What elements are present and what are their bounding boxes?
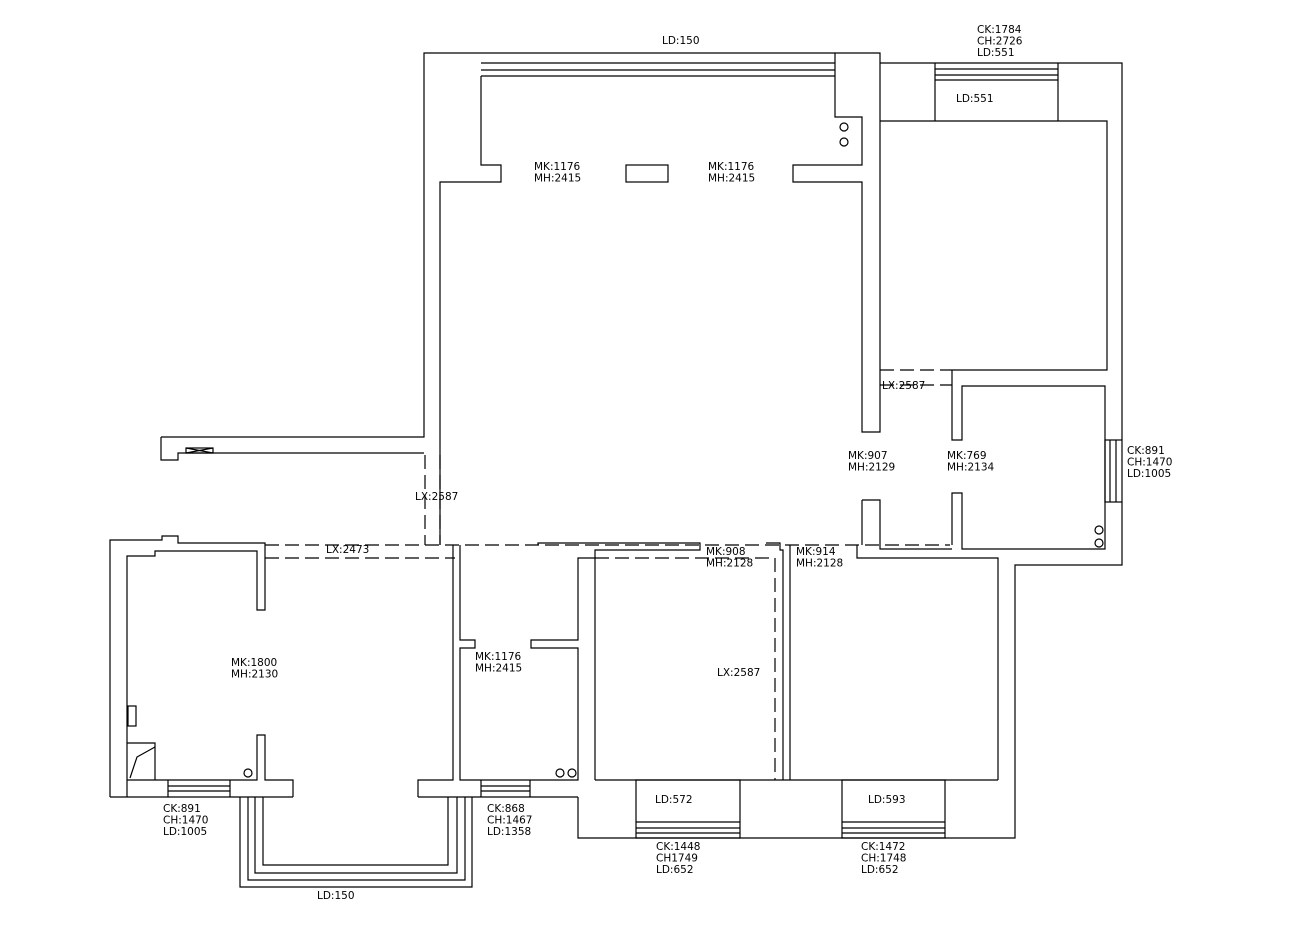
label-window-bath: CK:868 bbox=[487, 803, 525, 815]
label-door-bath: MH:2415 bbox=[475, 663, 522, 675]
label-top-right-sill: LD:551 bbox=[956, 93, 994, 105]
label-top-right-window: LD:551 bbox=[977, 47, 1015, 59]
dimension-labels: LD:150CK:1784CH:2726LD:551LD:551MK:1176M… bbox=[163, 24, 1173, 902]
label-window-left-bottom: LD:1005 bbox=[163, 826, 207, 838]
label-door-bath: MK:1176 bbox=[475, 651, 522, 663]
label-top-right-window: CH:2726 bbox=[977, 36, 1023, 48]
label-door-908: MH:2128 bbox=[706, 558, 753, 570]
label-window-left-bottom: CK:891 bbox=[163, 803, 201, 815]
label-door-914: MK:914 bbox=[796, 546, 836, 558]
label-door-living-right: MK:1176 bbox=[708, 161, 755, 173]
label-door-769: MH:2134 bbox=[947, 462, 995, 474]
label-door-908: MK:908 bbox=[706, 546, 746, 558]
label-window-right-bedroom: LD:652 bbox=[861, 864, 899, 876]
label-window-right-bedroom: CH:1748 bbox=[861, 853, 907, 865]
column bbox=[625, 164, 669, 183]
label-lx-2473: LX:2473 bbox=[326, 544, 369, 556]
label-lx-right-upper: LX:2587 bbox=[882, 380, 925, 392]
label-door-907: MH:2129 bbox=[848, 462, 895, 474]
label-door-769: MK:769 bbox=[947, 450, 987, 462]
label-door-914: MH:2128 bbox=[796, 558, 843, 570]
label-top-window: LD:150 bbox=[662, 35, 700, 47]
label-door-1800: MK:1800 bbox=[231, 657, 277, 669]
label-window-mid-bedroom: LD:652 bbox=[656, 864, 694, 876]
label-door-living-left: MK:1176 bbox=[534, 161, 581, 173]
label-right-window: LD:1005 bbox=[1127, 468, 1171, 480]
label-top-right-window: CK:1784 bbox=[977, 24, 1022, 36]
label-door-living-left: MH:2415 bbox=[534, 173, 581, 185]
label-right-window: CK:891 bbox=[1127, 445, 1165, 457]
label-lx-left-wing: LX:2587 bbox=[415, 491, 458, 503]
walls bbox=[109, 52, 1123, 888]
label-window-bath: CH:1467 bbox=[487, 815, 533, 827]
label-window-bath: LD:1358 bbox=[487, 826, 531, 838]
label-sill-593: LD:593 bbox=[868, 794, 906, 806]
label-door-1800: MH:2130 bbox=[231, 669, 278, 681]
label-window-mid-bedroom: CH1749 bbox=[656, 853, 698, 865]
label-window-right-bedroom: CK:1472 bbox=[861, 841, 905, 853]
label-balcony-bottom: LD:150 bbox=[317, 890, 355, 902]
label-right-window: CH:1470 bbox=[1127, 457, 1173, 469]
label-window-mid-bedroom: CK:1448 bbox=[656, 841, 700, 853]
label-window-left-bottom: CH:1470 bbox=[163, 815, 209, 827]
label-door-living-right: MH:2415 bbox=[708, 173, 755, 185]
label-lx-bedroom: LX:2587 bbox=[717, 667, 760, 679]
label-sill-572: LD:572 bbox=[655, 794, 693, 806]
label-door-907: MK:907 bbox=[848, 450, 888, 462]
